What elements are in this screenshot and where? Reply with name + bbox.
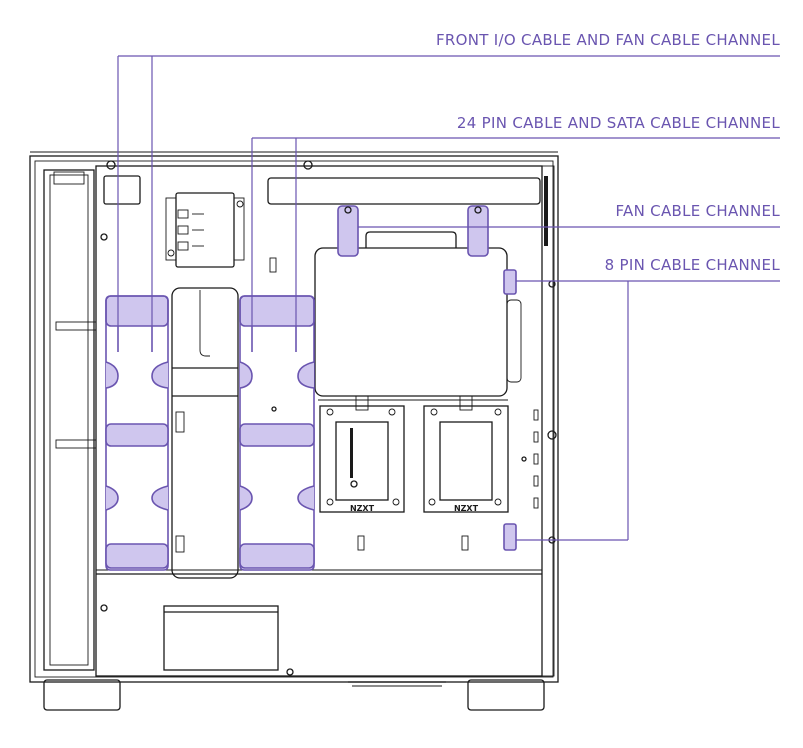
callout-leader-24pin — [251, 137, 780, 326]
24-pin-cable-channel — [239, 295, 315, 571]
front-io-cable-channel — [55, 295, 169, 571]
callout-label-8pin: 8 PIN CABLE CHANNEL — [605, 256, 781, 274]
psu-bracket — [171, 287, 239, 579]
callout-label-fan: FAN CABLE CHANNEL — [615, 202, 780, 220]
drive-bay-right: NZXT — [423, 395, 509, 513]
callout-label-24pin: 24 PIN CABLE AND SATA CABLE CHANNEL — [457, 114, 780, 132]
rear-io-tabs — [269, 257, 539, 551]
drive-bay-brand-label: NZXT — [454, 504, 479, 513]
drive-bay-brand-label: NZXT — [350, 504, 375, 513]
fan-hub — [165, 192, 245, 268]
callout-leader-front-io — [117, 55, 780, 326]
psu-shroud-box — [163, 605, 279, 671]
motherboard-cutout — [314, 231, 522, 401]
case-body — [29, 151, 559, 711]
drive-bay-left: NZXT — [319, 395, 405, 513]
top-cutouts — [103, 175, 541, 205]
callout-label-front-io: FRONT I/O CABLE AND FAN CABLE CHANNEL — [436, 31, 780, 49]
callout-leader-8pin — [516, 280, 780, 541]
fan-cable-channel — [337, 205, 489, 257]
8-pin-cable-channel — [503, 269, 517, 551]
